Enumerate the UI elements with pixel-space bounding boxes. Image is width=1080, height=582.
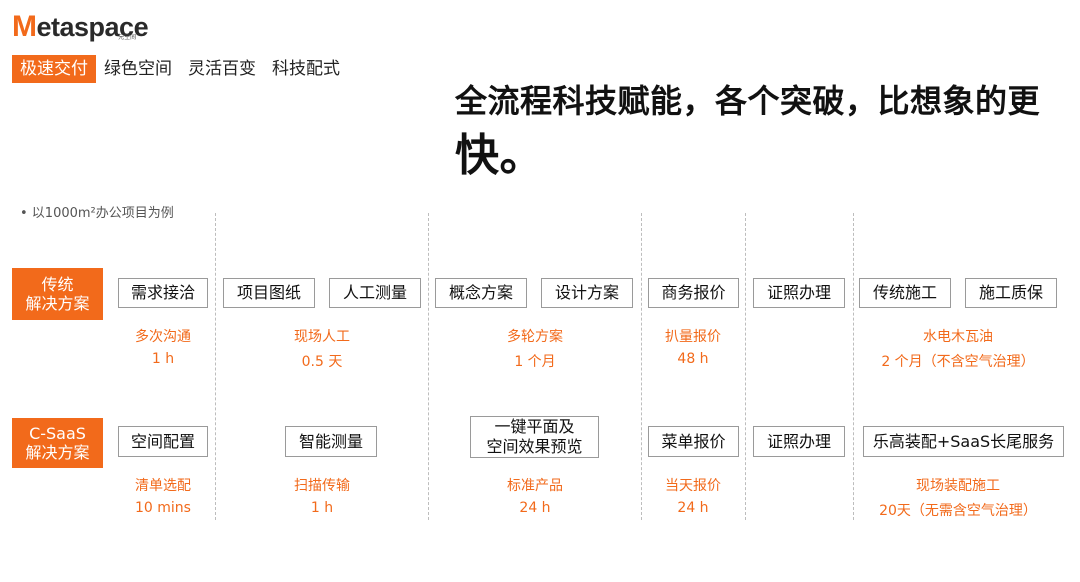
headline-line2: 快。 <box>455 130 544 181</box>
metric-name: 水电木瓦油 <box>923 329 993 345</box>
metric-name: 现场装配施工 <box>916 478 1000 494</box>
step-concept-plan[interactable]: 概念方案 <box>435 278 527 308</box>
metric-name: 扫描传输 <box>294 478 350 494</box>
metric-value: 1 个月 <box>514 354 556 370</box>
stage-divider <box>745 213 746 520</box>
metric-value: 1 h <box>151 351 175 367</box>
nav-tabs: 极速交付 绿色空间 灵活百变 科技配式 <box>12 55 348 83</box>
step-space-configuration[interactable]: 空间配置 <box>118 426 208 457</box>
logo-wordmark: Metaspace <box>12 10 149 43</box>
stage-divider <box>428 213 429 520</box>
stage-divider <box>641 213 642 520</box>
step-license-processing-csaas[interactable]: 证照办理 <box>753 426 845 457</box>
metric-value: 1 h <box>310 500 334 516</box>
step-lego-assembly-saas[interactable]: 乐高装配+SaaS长尾服务 <box>863 426 1064 457</box>
metric-name: 清单选配 <box>135 478 191 494</box>
metric-value: 20天（无需含空气治理） <box>879 503 1037 519</box>
metric-value: 48 h <box>677 351 709 367</box>
headline-line1: 全流程科技赋能，各个突破，比想象的更 <box>455 82 1041 120</box>
step-license-processing[interactable]: 证照办理 <box>753 278 845 308</box>
step-construction-warranty[interactable]: 施工质保 <box>965 278 1057 308</box>
tab-fast-delivery[interactable]: 极速交付 <box>12 55 96 83</box>
tab-green-space[interactable]: 绿色空间 <box>104 59 172 79</box>
step-menu-quote[interactable]: 菜单报价 <box>648 426 739 457</box>
metric-name: 现场人工 <box>294 329 350 345</box>
metric-name: 当天报价 <box>665 478 721 494</box>
stage-divider <box>215 213 216 520</box>
step-one-click-preview[interactable]: 一键平面及 空间效果预览 <box>470 416 599 458</box>
step-smart-measurement[interactable]: 智能测量 <box>285 426 377 457</box>
metric-value: 2 个月（不含空气治理） <box>881 354 1035 370</box>
metric-name: 扒量报价 <box>665 329 721 345</box>
step-one-click-preview-line2: 空间效果预览 <box>486 437 583 456</box>
step-traditional-construction[interactable]: 传统施工 <box>859 278 951 308</box>
stage-divider <box>853 213 854 520</box>
tab-flexible[interactable]: 灵活百变 <box>188 59 256 79</box>
step-business-quote[interactable]: 商务报价 <box>648 278 739 308</box>
metric-value: 24 h <box>677 500 709 516</box>
example-note: • 以1000m²办公项目为例 <box>20 206 174 221</box>
tab-tech-prefab[interactable]: 科技配式 <box>272 59 340 79</box>
step-requirement-meeting[interactable]: 需求接洽 <box>118 278 208 308</box>
step-one-click-preview-line1: 一键平面及 <box>494 417 575 436</box>
page-headline: 全流程科技赋能，各个突破，比想象的更 快。 <box>455 76 1055 186</box>
step-design-plan[interactable]: 设计方案 <box>541 278 633 308</box>
metric-name: 多轮方案 <box>507 329 563 345</box>
metaspace-logo[interactable]: Metaspace 元空间 <box>12 12 149 43</box>
metric-value: 10 mins <box>135 500 191 516</box>
row-label-csaas: C-SaaS 解决方案 <box>12 418 103 468</box>
step-manual-measurement[interactable]: 人工测量 <box>329 278 421 308</box>
row-label-traditional: 传统 解决方案 <box>12 268 103 320</box>
logo-subtext: 元空间 <box>118 34 137 41</box>
metric-name: 标准产品 <box>507 478 563 494</box>
step-project-drawings[interactable]: 项目图纸 <box>223 278 315 308</box>
metric-value: 24 h <box>519 500 551 516</box>
metric-name: 多次沟通 <box>135 329 191 345</box>
metric-value: 0.5 天 <box>301 354 343 370</box>
